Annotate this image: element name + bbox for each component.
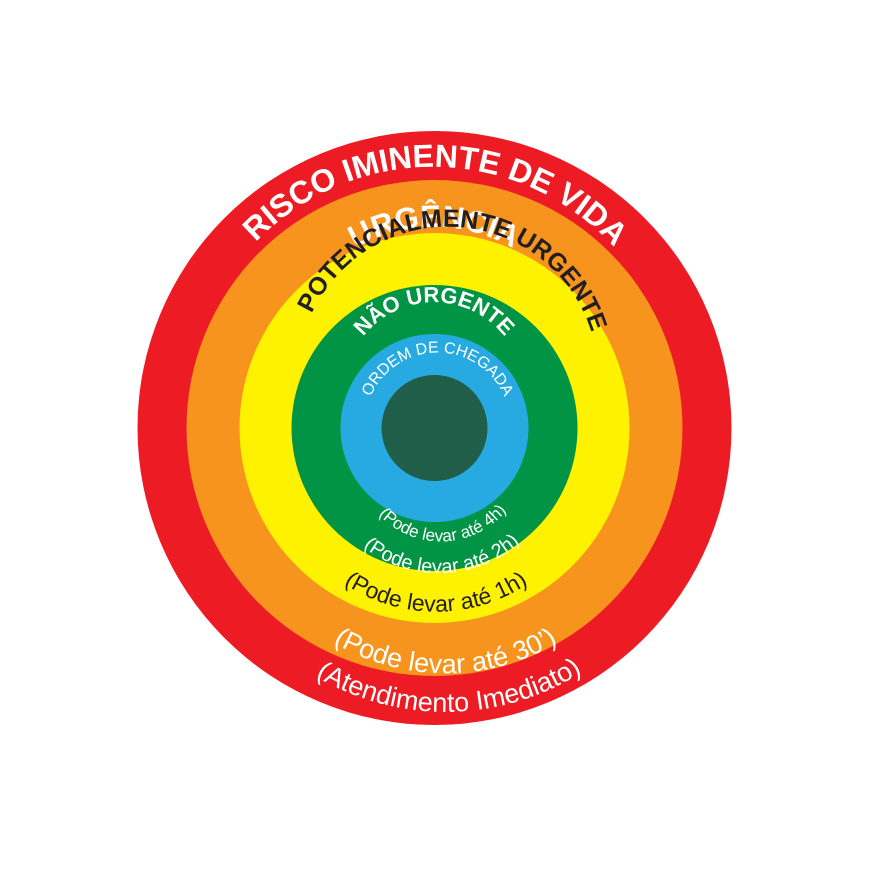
center-dot: [381, 375, 488, 481]
